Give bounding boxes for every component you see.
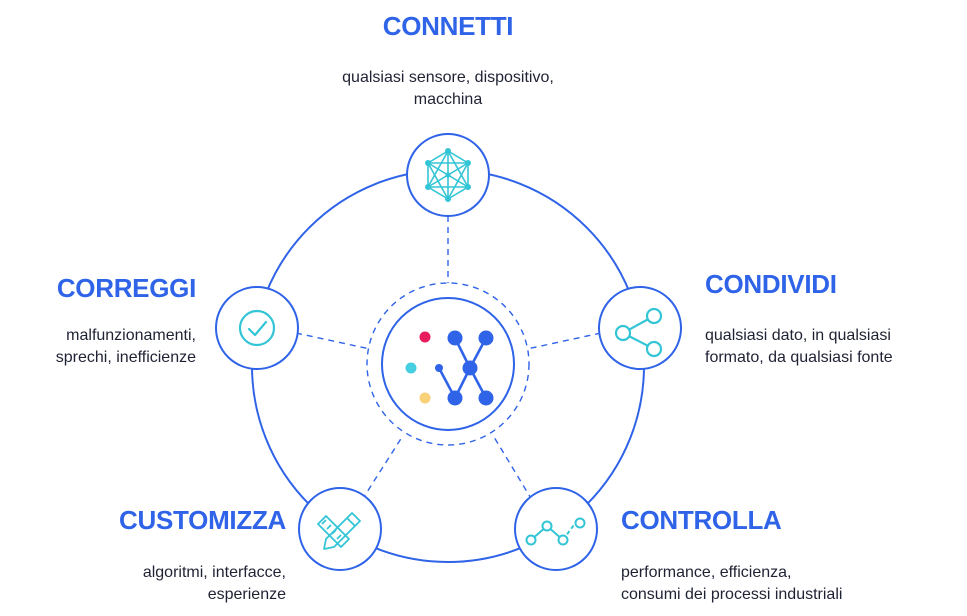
- desc-customizza-line1: algoritmi, interfacce,: [142, 564, 286, 581]
- title-connetti: CONNETTI: [382, 11, 514, 41]
- desc-controlla-line2: consumi dei processi industriali: [621, 586, 843, 603]
- ruler-pencil-icon: [317, 512, 361, 550]
- desc-connetti-line1: qualsiasi sensore, dispositivo,: [342, 69, 554, 86]
- share-icon: [614, 307, 663, 358]
- desc-customizza-line2: esperienze: [207, 586, 286, 603]
- check-circle-icon: [238, 309, 276, 347]
- node-correggi: [215, 286, 299, 370]
- spoke-customizza: [361, 436, 403, 501]
- node-connetti: [406, 133, 490, 217]
- desc-correggi-line1: malfunzionamenti,: [66, 327, 196, 344]
- desc-condividi: qualsiasi dato, in qualsiasi formato, da…: [705, 325, 960, 369]
- desc-correggi-line2: sprechi, inefficienze: [55, 349, 196, 366]
- desc-condividi-line2: formato, da qualsiasi fonte: [705, 349, 893, 366]
- node-controlla: [514, 487, 598, 571]
- desc-connetti-line2: macchina: [413, 91, 483, 108]
- desc-correggi: malfunzionamenti, sprechi, inefficienze: [0, 325, 196, 369]
- node-condividi: [598, 286, 682, 370]
- spoke-condividi: [526, 332, 602, 350]
- title-customizza: CUSTOMIZZA: [119, 505, 286, 535]
- desc-condividi-line1: qualsiasi dato, in qualsiasi: [705, 327, 891, 344]
- title-correggi: CORREGGI: [56, 273, 196, 303]
- spoke-controlla: [493, 436, 533, 501]
- desc-controlla: performance, efficienza, consumi dei pro…: [621, 562, 921, 606]
- dashed-spokes: [295, 216, 602, 501]
- title-controlla: CONTROLLA: [621, 505, 782, 535]
- title-condividi: CONDIVIDI: [705, 269, 837, 299]
- desc-customizza: algoritmi, interfacce, esperienze: [36, 562, 286, 606]
- line-graph-icon: [525, 517, 586, 546]
- node-customizza: [298, 487, 382, 571]
- desc-controlla-line1: performance, efficienza,: [621, 564, 792, 581]
- desc-connetti: qualsiasi sensore, dispositivo, macchina: [248, 67, 648, 111]
- spoke-correggi: [295, 332, 371, 350]
- center-circle: [381, 297, 515, 431]
- network-logo-icon: [405, 330, 494, 406]
